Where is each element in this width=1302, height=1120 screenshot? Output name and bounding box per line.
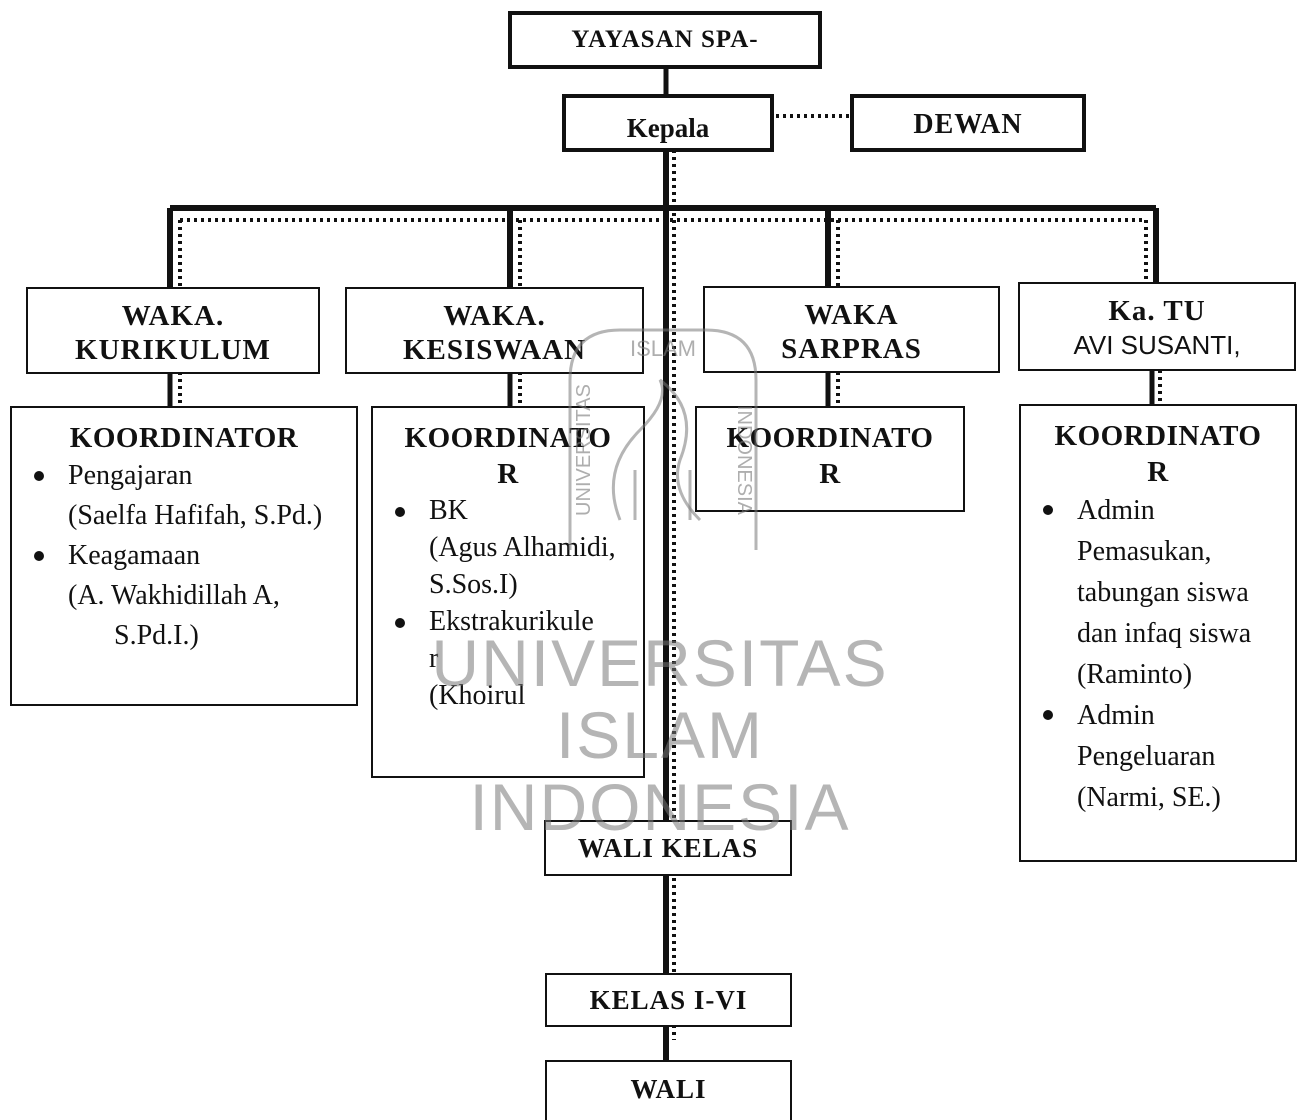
waka-kurikulum-line1: WAKA. [121,300,225,332]
item-label-cont: r [429,643,439,674]
list-item: Admin Pemasukan, tabungan siswa dan infa… [1021,490,1283,695]
waka-kurikulum-box: WAKA. KURIKULUM [26,287,320,374]
item-person: (Saelfa Hafifah, S.Pd.) [68,500,323,531]
list-item: Pengajaran (Saelfa Hafifah, S.Pd.) [12,456,356,536]
koordinator-sarpras-title-cont: R [819,458,841,490]
item-person: (Raminto) [1077,659,1193,690]
bullet-icon [1043,505,1053,515]
bullet-icon [395,507,405,517]
kelas-box: KELAS I-VI [545,973,792,1027]
koordinator-kurikulum-box: KOORDINATOR Pengajaran (Saelfa Hafifah, … [10,406,358,706]
item-person-cont: S.Pd.I.) [114,620,199,651]
ka-tu-line2: AVI SUSANTI, [1073,330,1241,360]
koordinator-tu-title-cont: R [1147,456,1169,488]
yayasan-box: YAYASAN SPA- [508,11,822,69]
bullet-icon [395,618,405,628]
koordinator-kesiswaan-title-cont: R [497,458,519,490]
item-label: Ekstrakurikule [429,606,594,637]
koordinator-tu-title: KOORDINATO [1054,420,1262,452]
kepala-label: Kepala [626,112,710,143]
list-item: Keagamaan (A. Wakhidillah A, S.Pd.I.) [12,536,356,656]
ka-tu-box: Ka. TU AVI SUSANTI, [1018,282,1296,371]
item-person: (Khoirul [429,680,526,711]
item-person: (Narmi, SE.) [1077,782,1221,813]
koordinator-tu-box: KOORDINATO R Admin Pemasukan, tabungan s… [1019,404,1297,862]
koordinator-kesiswaan-title: KOORDINATO [404,422,612,454]
koordinator-sarpras-title: KOORDINATO [726,422,934,454]
wali-kelas-label: WALI KELAS [577,832,759,863]
waka-kesiswaan-line1: WAKA. [443,300,546,332]
wali-label: WALI [630,1074,707,1104]
bullet-icon [1043,710,1053,720]
kepala-box: Kepala [562,94,774,152]
yayasan-label: YAYASAN SPA- [571,26,759,53]
item-person: (Agus Alhamidi, S.Sos.I) [429,532,616,600]
list-item: Admin Pengeluaran (Narmi, SE.) [1021,695,1283,818]
list-item: Ekstrakurikule r (Khoirul [373,603,629,714]
bullet-icon [34,551,44,561]
item-person: (A. Wakhidillah A, [68,580,280,611]
item-label: Admin Pemasukan, tabungan siswa dan infa… [1077,495,1252,649]
waka-kesiswaan-box: WAKA. KESISWAAN [345,287,644,374]
kelas-label: KELAS I-VI [589,984,748,1015]
item-label: BK [429,495,468,526]
koordinator-kesiswaan-box: KOORDINATO R BK (Agus Alhamidi, S.Sos.I)… [371,406,645,778]
wali-kelas-box: WALI KELAS [544,820,792,876]
dewan-label: DEWAN [913,109,1023,140]
item-label: Keagamaan [68,540,201,571]
wali-box: WALI [545,1060,792,1120]
waka-kurikulum-line2: KURIKULUM [75,334,271,366]
koordinator-kurikulum-title: KOORDINATOR [69,422,299,454]
waka-sarpras-box: WAKA SARPRAS [703,286,1000,373]
item-label: Admin Pengeluaran [1077,700,1216,772]
koordinator-sarpras-box: KOORDINATO R [695,406,965,512]
waka-sarpras-line2: SARPRAS [781,333,922,365]
waka-sarpras-line1: WAKA [804,299,899,331]
dewan-box: DEWAN [850,94,1086,152]
waka-kesiswaan-line2: KESISWAAN [402,334,587,366]
list-item: BK (Agus Alhamidi, S.Sos.I) [373,492,629,603]
ka-tu-line1: Ka. TU [1108,295,1206,327]
item-label: Pengajaran [68,460,193,491]
bullet-icon [34,471,44,481]
